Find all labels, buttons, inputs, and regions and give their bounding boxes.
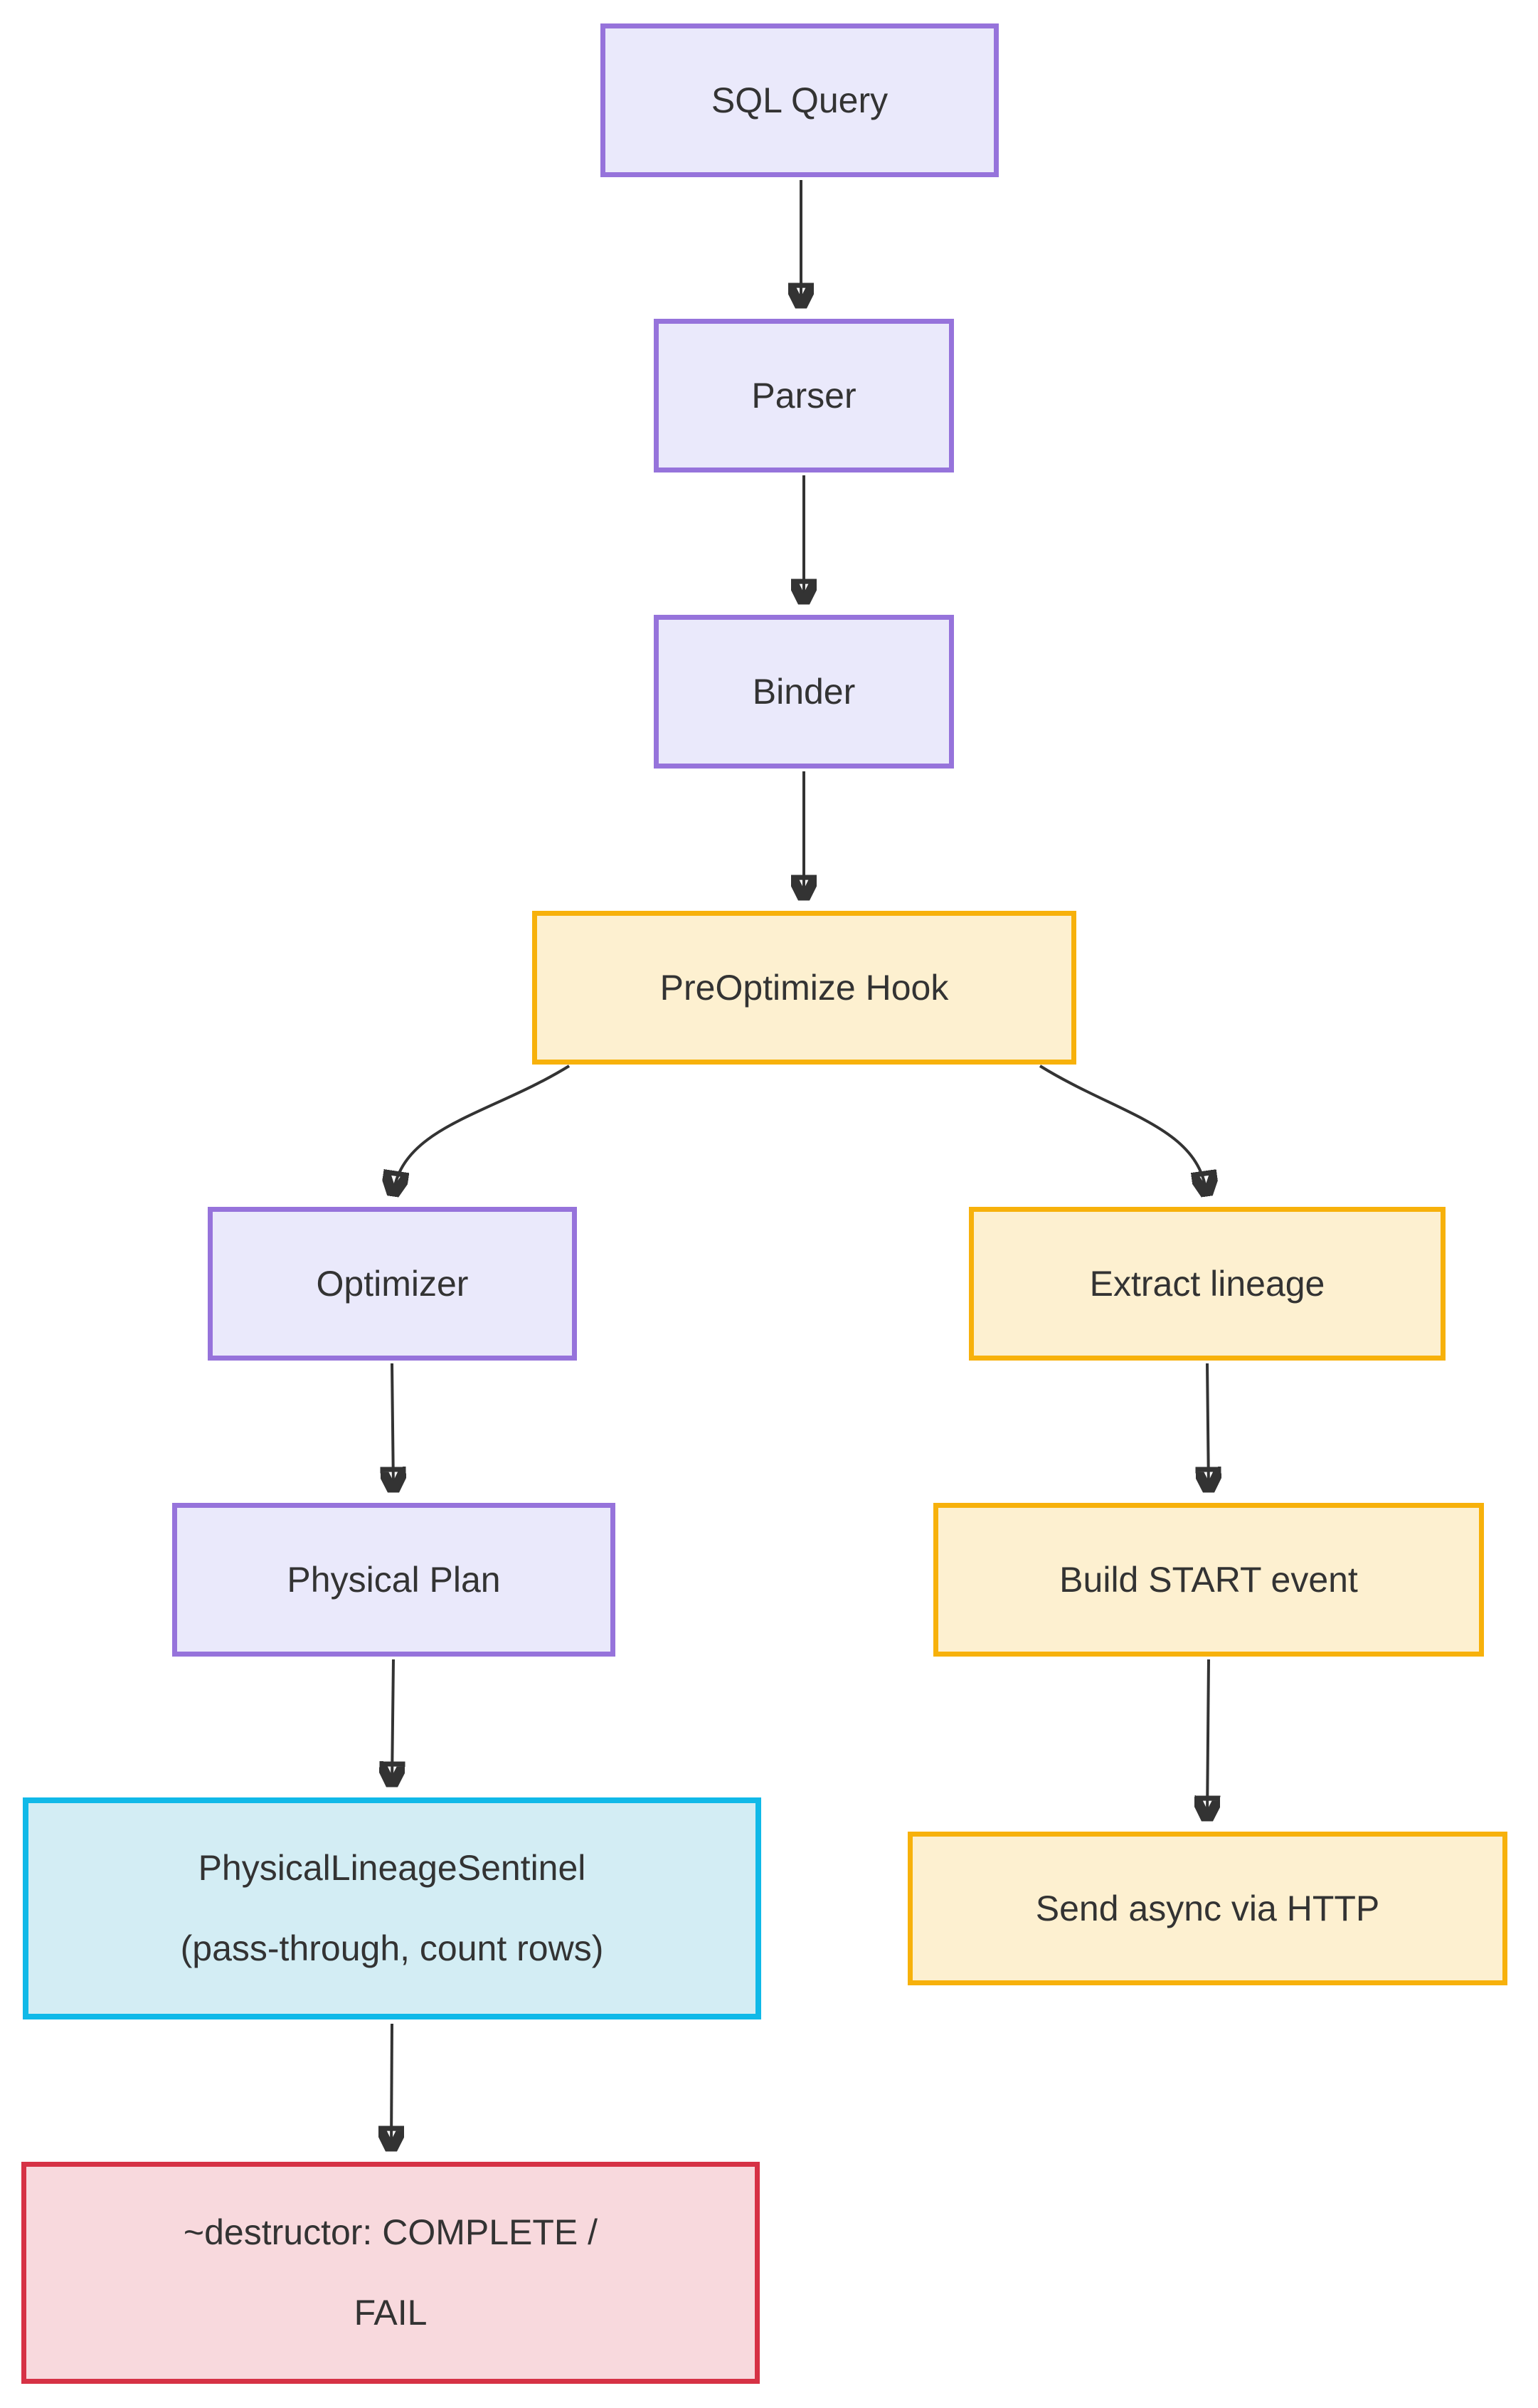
node-preoptimize-hook-label: PreOptimize Hook (659, 967, 949, 1008)
node-send-async-via-http-label: Send async via HTTP (1035, 1888, 1380, 1928)
node-destructor-line2: FAIL (354, 2293, 428, 2333)
node-build-start-event: Build START event (933, 1503, 1484, 1657)
node-physical-plan-label: Physical Plan (287, 1559, 501, 1600)
node-destructor-line1: ~destructor: COMPLETE / (183, 2212, 598, 2252)
node-destructor: ~destructor: COMPLETE / FAIL (21, 2162, 760, 2384)
node-optimizer-label: Optimizer (316, 1263, 469, 1304)
node-physical-plan: Physical Plan (172, 1503, 615, 1657)
node-sql-query: SQL Query (600, 23, 999, 177)
node-send-async-via-http: Send async via HTTP (908, 1832, 1507, 1985)
node-preoptimize-hook: PreOptimize Hook (532, 911, 1076, 1065)
edge-preoptimize-optimizer (393, 1065, 571, 1193)
node-parser: Parser (654, 319, 954, 472)
edge-buildstart-sendasync (1207, 1659, 1209, 1817)
edge-sentinel-destructor (391, 2023, 392, 2148)
edge-preoptimize-extractlineage (1039, 1065, 1206, 1193)
node-physical-lineage-sentinel-line1: PhysicalLineageSentinel (198, 1848, 586, 1888)
node-extract-lineage: Extract lineage (969, 1207, 1446, 1361)
edge-optimizer-physicalplan (392, 1363, 393, 1489)
node-physical-lineage-sentinel: PhysicalLineageSentinel (pass-through, c… (23, 1797, 761, 2019)
node-parser-label: Parser (751, 375, 856, 416)
node-physical-lineage-sentinel-line2: (pass-through, count rows) (180, 1928, 604, 1968)
edge-physicalplan-sentinel (392, 1659, 393, 1783)
node-sql-query-label: SQL Query (711, 80, 889, 120)
edge-extractlineage-buildstart (1207, 1363, 1209, 1489)
node-build-start-event-label: Build START event (1059, 1559, 1358, 1600)
node-optimizer: Optimizer (208, 1207, 577, 1361)
node-binder-label: Binder (752, 671, 856, 712)
node-extract-lineage-label: Extract lineage (1089, 1263, 1325, 1304)
node-binder: Binder (654, 615, 954, 769)
